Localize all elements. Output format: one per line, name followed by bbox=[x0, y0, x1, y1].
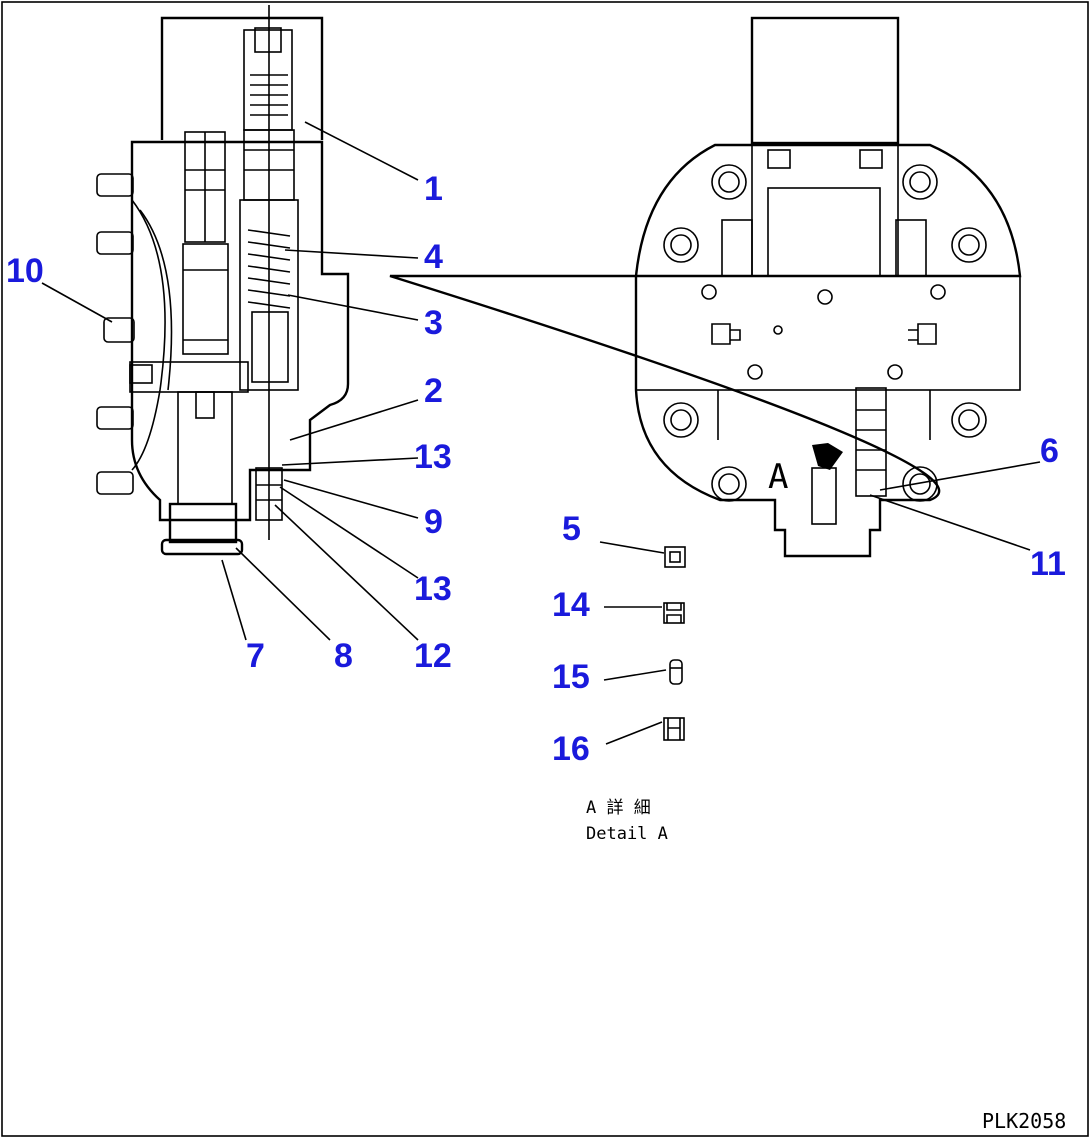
detail-component bbox=[855, 387, 887, 497]
upper-housing bbox=[160, 16, 324, 140]
plug bbox=[168, 502, 238, 544]
stud-2 bbox=[96, 231, 134, 255]
part-16 bbox=[663, 717, 685, 741]
callout-13-lower: 13 bbox=[414, 570, 452, 608]
callout-15: 15 bbox=[552, 658, 590, 696]
callout-7: 7 bbox=[246, 637, 265, 675]
stud-4 bbox=[96, 406, 134, 430]
view-label: A bbox=[768, 457, 788, 497]
detail-caption-jp: A 詳 細 bbox=[586, 798, 651, 818]
lower-piston bbox=[177, 391, 233, 505]
callout-14: 14 bbox=[552, 586, 590, 624]
callout-11: 11 bbox=[1030, 545, 1066, 583]
callout-2: 2 bbox=[424, 372, 443, 410]
callout-5: 5 bbox=[562, 510, 581, 548]
section-view bbox=[96, 5, 350, 556]
leader-lines-right bbox=[599, 461, 1041, 745]
port-fitting bbox=[255, 467, 283, 521]
port-symbol-left bbox=[711, 323, 741, 345]
valve-body bbox=[130, 140, 350, 522]
middle-band bbox=[635, 275, 1021, 391]
spring bbox=[247, 229, 291, 309]
plug-seal bbox=[160, 538, 244, 556]
leader-lines-left bbox=[41, 121, 419, 641]
callout-4: 4 bbox=[424, 238, 443, 276]
callout-1: 1 bbox=[424, 170, 443, 208]
top-block bbox=[750, 16, 900, 145]
part-15 bbox=[669, 659, 683, 685]
callout-8: 8 bbox=[334, 637, 353, 675]
side-wall-curve bbox=[131, 199, 166, 471]
side-wall-inner bbox=[139, 209, 173, 391]
callout-9: 9 bbox=[424, 503, 443, 541]
port-symbol-right bbox=[908, 323, 937, 345]
cross-plate bbox=[129, 361, 249, 393]
stud-3 bbox=[103, 317, 135, 343]
detail-caption-en: Detail A bbox=[586, 824, 668, 844]
drawing-code: PLK2058 bbox=[982, 1109, 1066, 1133]
callout-10: 10 bbox=[6, 252, 44, 290]
detail-a-parts bbox=[663, 546, 686, 741]
stud-5 bbox=[96, 471, 134, 495]
view-arrow bbox=[812, 443, 843, 470]
flange-outline bbox=[389, 143, 1022, 558]
part-14 bbox=[663, 602, 685, 624]
callout-16: 16 bbox=[552, 730, 590, 768]
callout-12: 12 bbox=[414, 637, 452, 675]
stud-1 bbox=[96, 173, 134, 197]
callout-3: 3 bbox=[424, 304, 443, 342]
flange-bolts bbox=[663, 164, 987, 502]
callouts: 1 4 3 2 13 9 13 12 8 7 10 6 11 5 14 15 1… bbox=[6, 170, 1066, 768]
callout-13-upper: 13 bbox=[414, 438, 452, 476]
part-5 bbox=[664, 546, 686, 568]
main-spool bbox=[182, 243, 229, 355]
end-view bbox=[389, 16, 1022, 558]
callout-6: 6 bbox=[1040, 432, 1059, 470]
